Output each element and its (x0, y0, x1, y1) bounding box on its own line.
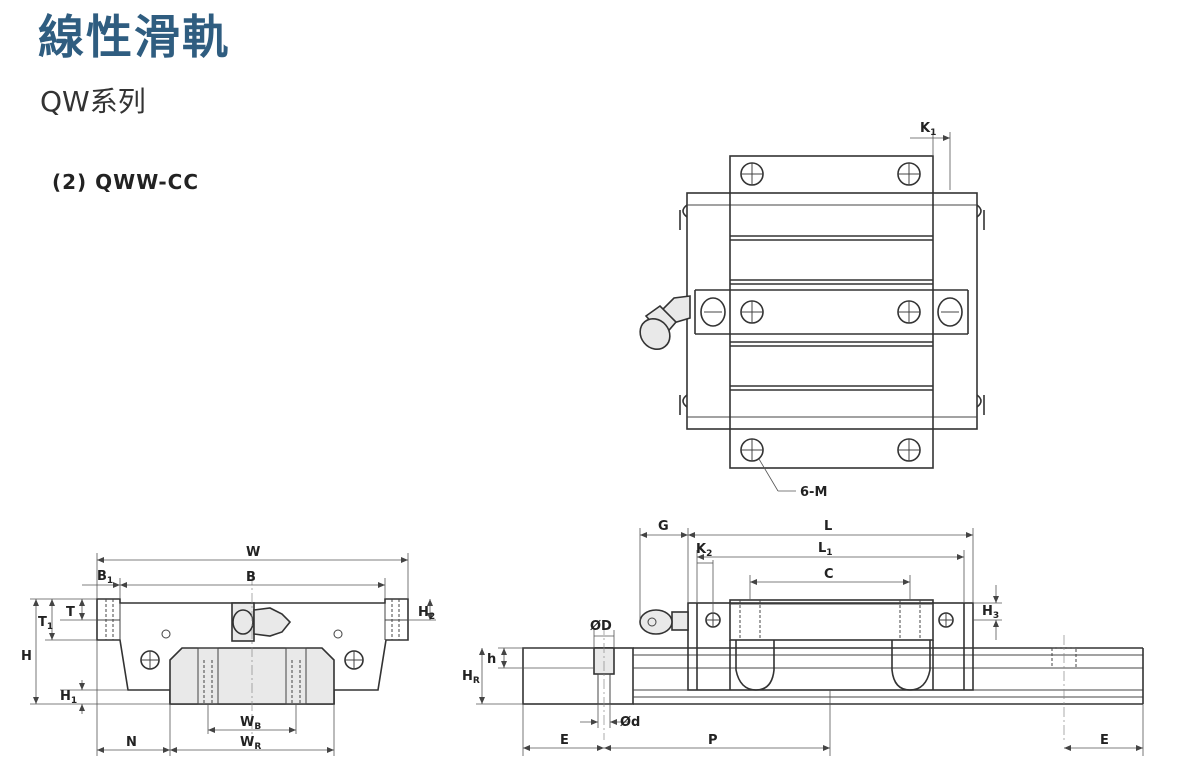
label-e-right: E (1100, 733, 1109, 748)
label-l: L (824, 519, 832, 534)
label-b: B (246, 570, 256, 585)
label-hr: HR (462, 669, 480, 686)
label-h2: H2 (418, 605, 435, 622)
model-heading: (2) QWW-CC (52, 170, 200, 194)
label-c: C (824, 567, 834, 582)
front-view-block (96, 598, 409, 705)
label-d-large: ØD (590, 619, 612, 634)
label-e-left: E (560, 733, 569, 748)
top-view: K1 6-M (639, 121, 985, 500)
series-subtitle: QW系列 (40, 85, 146, 118)
mounting-hole-icon (740, 438, 764, 462)
mounting-hole-icon (897, 438, 921, 462)
label-wr: WR (240, 735, 261, 752)
label-6-m: 6-M (800, 485, 827, 500)
side-view-block (687, 602, 974, 691)
label-t1: T1 (38, 615, 53, 632)
grease-nipple-icon (231, 602, 292, 642)
label-w: W (246, 545, 260, 560)
side-view-rail-end (522, 647, 634, 705)
label-l1: L1 (818, 541, 833, 558)
label-d-small: Ød (620, 715, 640, 730)
mounting-hole-icon (740, 300, 764, 324)
label-h1: H1 (60, 689, 77, 706)
ball-icon (140, 650, 160, 670)
ball-icon (344, 650, 364, 670)
label-n: N (126, 735, 137, 750)
label-g: G (658, 519, 669, 534)
label-h: H (21, 649, 32, 664)
label-b1: B1 (97, 569, 113, 586)
mounting-hole-icon (740, 162, 764, 186)
end-screw-icon (700, 297, 726, 327)
top-view-block (729, 155, 934, 469)
label-h3: H3 (982, 604, 999, 621)
label-wb: WB (240, 715, 261, 732)
end-screw-icon (938, 612, 954, 628)
end-screw-icon (705, 612, 721, 628)
grease-nipple-icon (639, 609, 689, 635)
mounting-hole-icon (897, 162, 921, 186)
label-t: T (66, 605, 75, 620)
side-view: G L L1 K2 C H3 ØD h (462, 519, 1144, 756)
grease-nipple-icon (639, 295, 691, 351)
front-view: W B B1 H T1 T H1 H2 WB (21, 545, 436, 756)
mounting-hole-icon (897, 300, 921, 324)
end-screw-icon (937, 297, 963, 327)
label-k2: K2 (696, 542, 712, 559)
label-h-small: h (487, 652, 496, 667)
label-k1: K1 (920, 121, 936, 138)
label-p: P (708, 733, 718, 748)
page-title: 線性滑軌 (38, 10, 230, 64)
